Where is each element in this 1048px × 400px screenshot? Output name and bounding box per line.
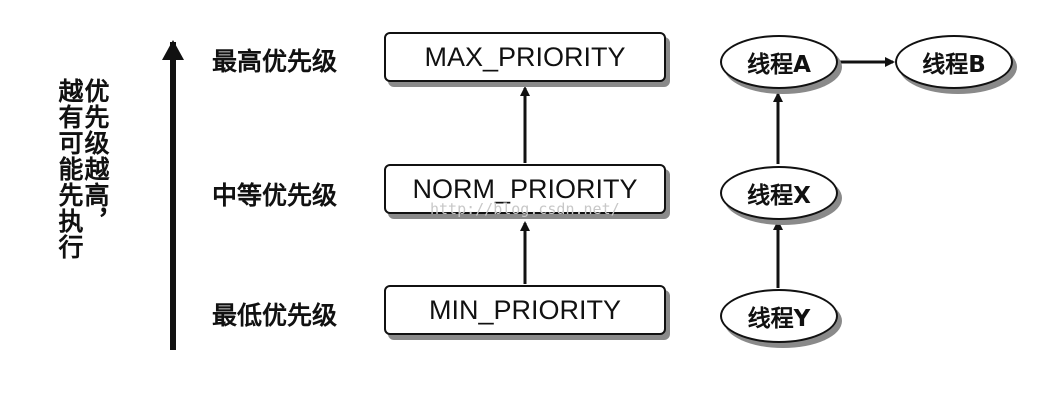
thread-a-label: 线程A — [747, 52, 811, 78]
thread-y-label: 线程Y — [747, 306, 811, 332]
min-priority-label: MIN_PRIORITY — [428, 294, 622, 325]
axis-label-line1: 优先级越高， — [81, 78, 110, 234]
thread-a-node: 线程A — [720, 35, 838, 89]
thread-x-node: 线程X — [720, 166, 838, 220]
norm-priority-label: NORM_PRIORITY — [412, 173, 638, 204]
thread-b-label: 线程B — [922, 52, 986, 78]
thread-x-label: 线程X — [747, 183, 811, 209]
thread-b-node: 线程B — [895, 35, 1013, 89]
level-label-min: 最低优先级 — [212, 301, 338, 330]
axis-label-line2: 越有可能先执行 — [55, 78, 84, 260]
max-priority-label: MAX_PRIORITY — [424, 41, 626, 72]
level-label-max: 最高优先级 — [212, 47, 338, 76]
max-priority-box: MAX_PRIORITY — [384, 32, 666, 82]
thread-y-node: 线程Y — [720, 289, 838, 343]
norm-priority-box: NORM_PRIORITY — [384, 164, 666, 214]
min-priority-box: MIN_PRIORITY — [384, 285, 666, 335]
level-label-norm: 中等优先级 — [212, 181, 338, 210]
watermark: http://blog.csdn.net/ — [430, 200, 620, 218]
